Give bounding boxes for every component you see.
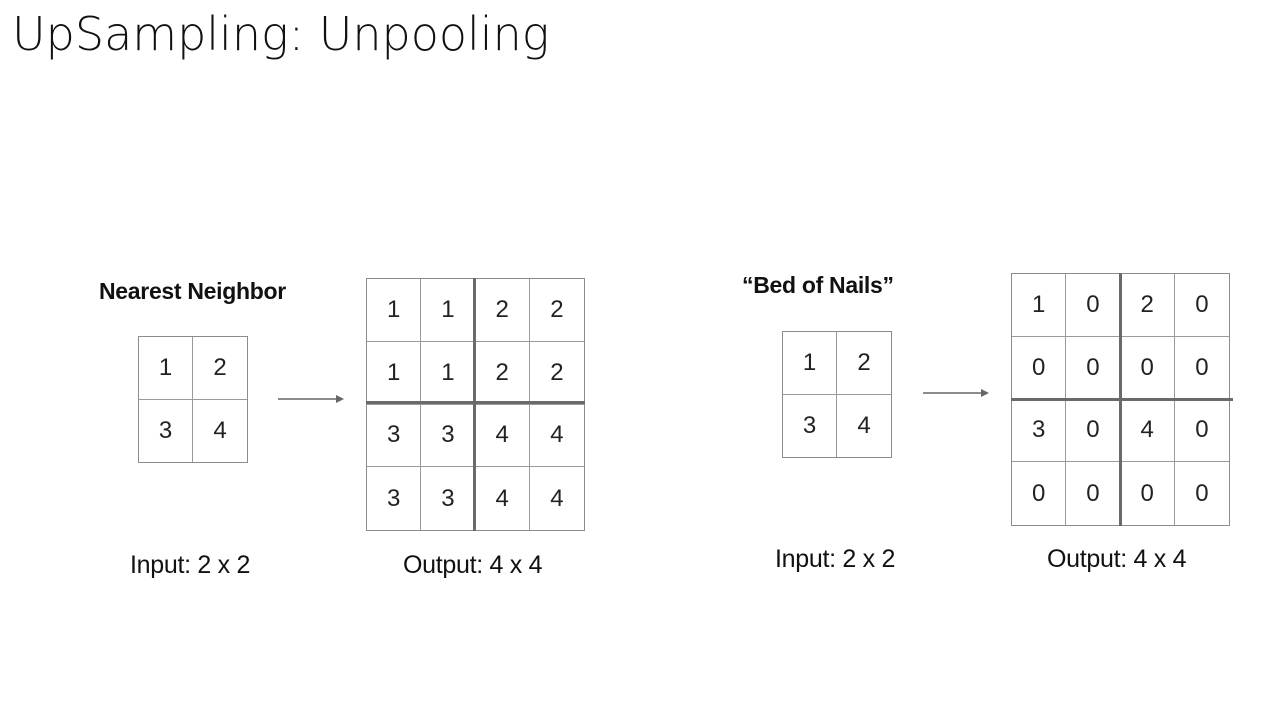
grid-cell: 1: [367, 279, 422, 342]
grid-cell: 1: [783, 332, 837, 395]
grid-cell: 4: [1120, 399, 1175, 463]
bon-input-caption: Input: 2 x 2: [775, 545, 896, 573]
arrow-right-icon: [923, 389, 989, 397]
grid-cell: 0: [1174, 274, 1229, 337]
grid-cell: 2: [1120, 274, 1175, 337]
grid-cell: 0: [1012, 462, 1067, 525]
nn-input-grid: 1 2 3 4: [138, 336, 248, 463]
grid-cell: 3: [783, 394, 837, 457]
grid-cell: 2: [837, 332, 891, 395]
grid-cell: 4: [550, 484, 564, 512]
grid-cell: 0: [1066, 274, 1121, 337]
grid-cell: 4: [475, 404, 530, 468]
bed-of-nails-heading: “Bed of Nails”: [742, 272, 894, 298]
grid-cell: 0: [1066, 462, 1121, 525]
grid-cell: 1: [367, 341, 422, 405]
arrow-right-icon: [278, 395, 344, 403]
bon-output-caption: Output: 4 x 4: [1047, 545, 1187, 573]
grid-cell: 2: [529, 279, 584, 342]
grid-cell: 2: [475, 341, 530, 405]
grid-cell: 4: [476, 467, 530, 530]
grid-cell: 3: [421, 467, 476, 530]
grid-cell: 2: [193, 337, 247, 400]
grid-cell: 3: [367, 404, 422, 468]
grid-cell: 0: [1066, 399, 1121, 463]
grid-cell: 1: [1012, 274, 1067, 337]
grid-cell: 0: [1012, 336, 1067, 400]
grid-cell: 0: [1174, 400, 1229, 463]
grid-cell: 1: [421, 279, 476, 342]
nn-input-caption: Input: 2 x 2: [130, 551, 251, 579]
quadrant-divider-horizontal: [366, 401, 585, 404]
grid-cell: 4: [529, 405, 584, 468]
quadrant-divider-vertical: [473, 278, 476, 531]
grid-cell: 2: [529, 342, 584, 405]
grid-cell: 0: [1121, 462, 1175, 525]
grid-cell: 0: [1120, 336, 1175, 400]
quadrant-divider-horizontal: [1011, 398, 1233, 401]
slide-title: UpSampling: Unpooling: [12, 7, 550, 61]
grid-cell: 0: [1066, 336, 1121, 400]
grid-cell: 1: [139, 337, 193, 400]
grid-cell: 0: [1174, 337, 1229, 400]
grid-cell: 4: [857, 411, 871, 439]
grid-cell: 3: [139, 399, 193, 462]
grid-cell: 1: [421, 341, 476, 405]
grid-cell: 0: [1195, 479, 1209, 507]
grid-cell: 2: [475, 279, 530, 342]
grid-cell: 3: [367, 467, 422, 530]
nn-output-caption: Output: 4 x 4: [403, 551, 543, 579]
grid-cell: 3: [1012, 399, 1067, 463]
grid-cell: 3: [421, 404, 476, 468]
nearest-neighbor-heading: Nearest Neighbor: [99, 278, 286, 304]
grid-cell: 4: [213, 416, 227, 444]
bon-input-grid: 1 2 3 4: [782, 331, 892, 458]
